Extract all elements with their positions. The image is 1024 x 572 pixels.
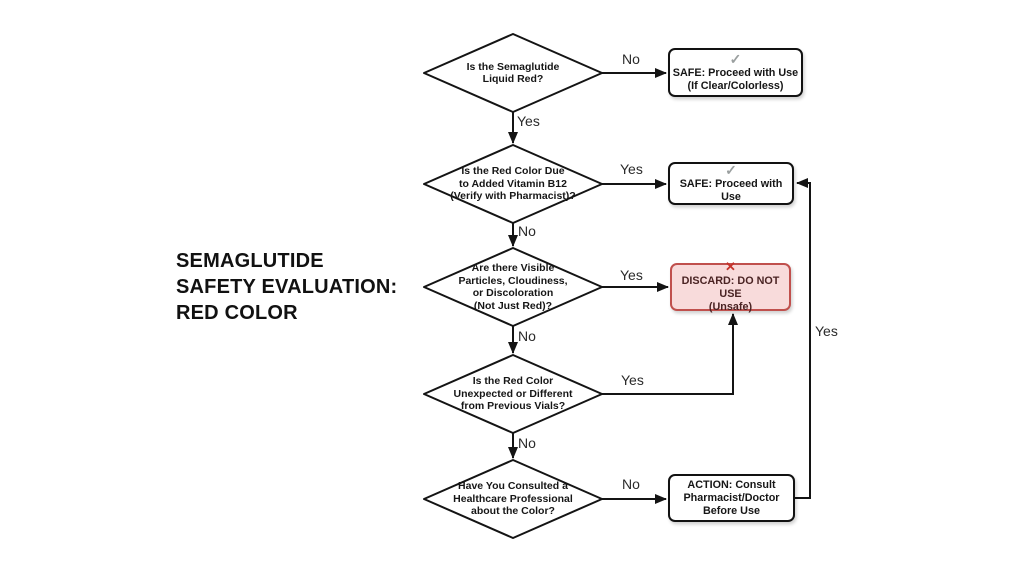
decision-label-q5: Have You Consulted a Healthcare Professi… [453,480,573,518]
check-icon: ✓ [729,51,742,67]
decision-label-q2: Is the Red Color Due to Added Vitamin B1… [450,165,576,203]
edge-label-q3-no: No [518,328,536,344]
result-label-safe1: SAFE: Proceed with Use (If Clear/Colorle… [672,67,799,92]
x-icon: ✕ [725,259,736,274]
edge-label-action-yes: Yes [815,323,838,339]
result-label-action: ACTION: Consult Pharmacist/Doctor Before… [683,478,780,517]
result-box-safe2: ✓ SAFE: Proceed with Use [668,162,794,205]
result-label-discard: DISCARD: DO NOT USE (Unsafe) [681,275,780,313]
connector-action-safe2 [795,178,811,499]
edge-label-q1-yes: Yes [517,113,540,129]
decision-label-q4: Is the Red Color Unexpected or Different… [453,375,573,413]
result-box-discard: ✕ DISCARD: DO NOT USE (Unsafe) [670,259,791,313]
diagram-title: SEMAGLUTIDE SAFETY EVALUATION: RED COLOR [176,250,398,324]
edge-label-q4-yes: Yes [621,372,644,388]
result-label-safe2: SAFE: Proceed with Use [679,178,783,203]
edge-label-q3-yes: Yes [620,267,643,283]
edge-label-q2-no: No [518,223,536,239]
decision-diamond-q3 [423,247,603,327]
result-box-action: ACTION: Consult Pharmacist/Doctor Before… [668,474,795,522]
result-box-safe1: ✓ SAFE: Proceed with Use (If Clear/Color… [668,48,803,97]
decision-label-q3: Are there Visible Particles, Cloudiness,… [458,262,568,312]
connector-q4-discard [602,313,738,395]
decision-diamond-q1 [423,33,603,113]
check-icon: ✓ [725,162,737,178]
edge-label-q2-yes: Yes [620,161,643,177]
edge-label-q5-no: No [622,476,640,492]
decision-label-q1: Is the Semaglutide Liquid Red? [466,60,560,86]
decision-diamond-q4 [423,354,603,434]
decision-diamond-q5 [423,459,603,539]
decision-diamond-q2 [423,144,603,224]
edge-label-q1-no: No [622,51,640,67]
edge-label-q4-no: No [518,435,536,451]
